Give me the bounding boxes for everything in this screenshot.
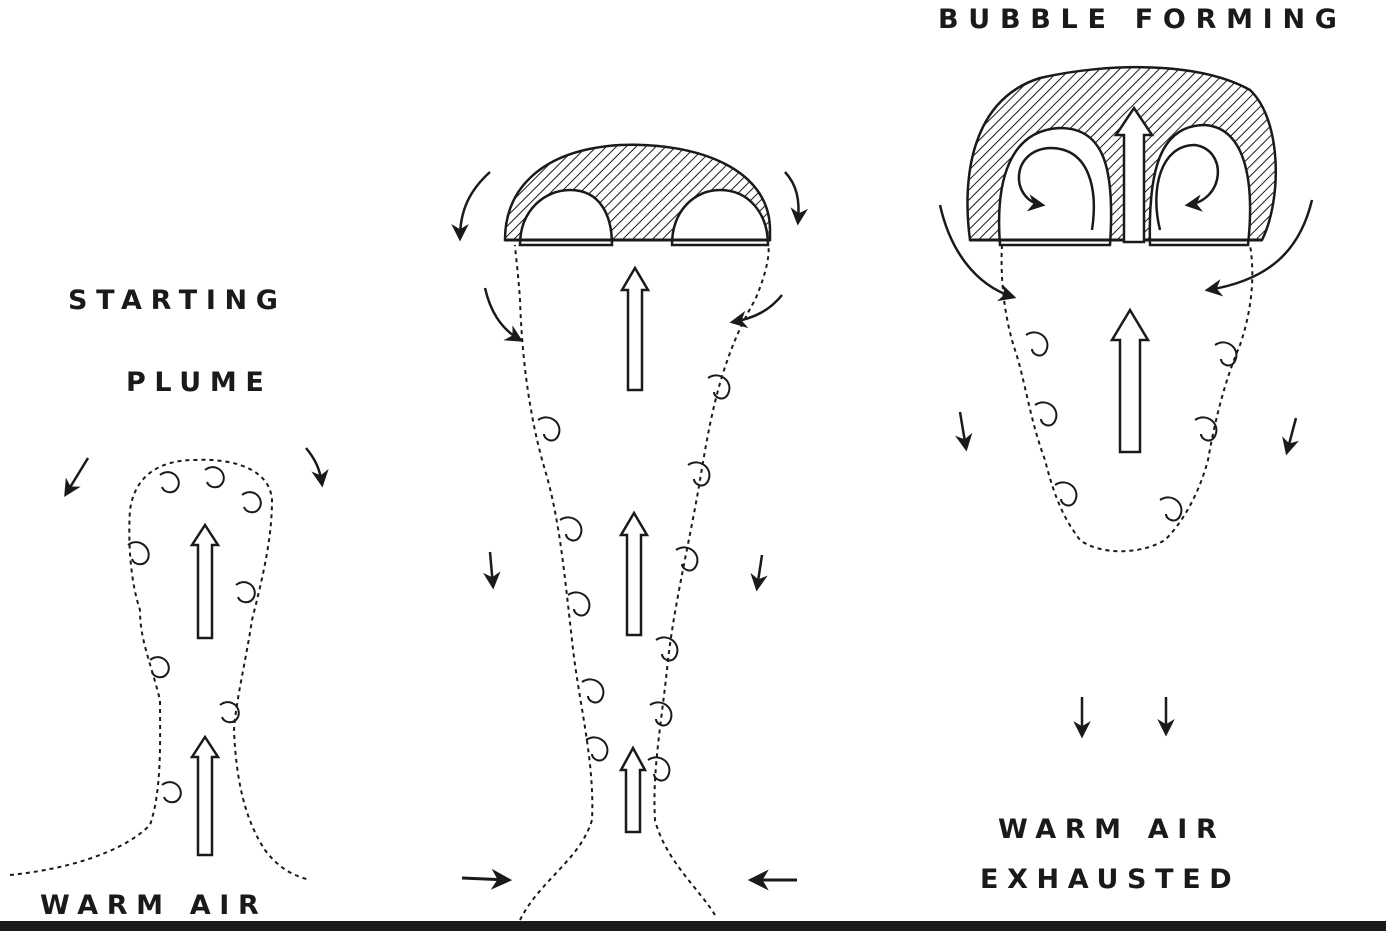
circulation-arrow-icon [785, 172, 799, 222]
circulation-arrow-icon [460, 172, 490, 238]
ground-line [0, 921, 1386, 931]
swirl-icon [1026, 332, 1047, 355]
swirl-icon [582, 679, 603, 702]
starting-label: STARTING [68, 287, 287, 314]
circulation-arrow-icon [485, 288, 520, 340]
inflow-arrow-icon [462, 878, 508, 880]
warm-air-exhausted-label-line2: EXHAUSTED [980, 866, 1240, 893]
swirl-icon [205, 467, 224, 487]
swirl-icon [162, 782, 181, 802]
hollow-up-arrow-icon [1112, 310, 1148, 452]
swirl-icon [656, 637, 677, 660]
swirl-icon [236, 582, 255, 602]
swirl-icon [160, 472, 179, 492]
entrainment-arrow-icon [490, 552, 493, 586]
circulation-arrow-icon [733, 295, 782, 322]
hollow-up-arrow-icon [192, 737, 218, 855]
hollow-up-arrow-icon [622, 268, 648, 390]
plume-2-outline [654, 245, 768, 915]
swirl-icon [1035, 402, 1056, 425]
plume-1-outline [10, 460, 310, 880]
bubble-forming-panel [940, 67, 1312, 735]
entrainment-arrow-icon [757, 555, 762, 588]
hollow-up-arrow-icon [621, 748, 645, 832]
bubble-forming-label: BUBBLE FORMING [938, 6, 1347, 33]
swirl-icon [688, 462, 709, 485]
swirl-icon [242, 492, 261, 512]
plume-label: PLUME [126, 369, 272, 396]
swirl-icon [568, 592, 589, 615]
hollow-up-arrow-icon [192, 525, 218, 638]
entrainment-arrow-icon [66, 458, 88, 494]
swirl-icon [1215, 342, 1236, 365]
warm-air-label: WARM AIR [40, 892, 267, 919]
starting-plume-panel [10, 448, 322, 880]
developing-plume-panel [460, 145, 799, 920]
swirl-icon [538, 417, 559, 440]
entrainment-arrow-icon [306, 448, 322, 484]
plume-2-outline [515, 245, 592, 920]
swirl-icon [150, 657, 169, 677]
entrainment-arrow-icon [1287, 418, 1296, 452]
swirl-icon [648, 757, 669, 780]
hollow-up-arrow-icon [621, 513, 647, 635]
entrainment-arrow-icon [960, 412, 966, 448]
warm-air-exhausted-label-line1: WARM AIR [998, 816, 1225, 843]
swirl-icon [1160, 497, 1181, 520]
swirl-icon [708, 375, 729, 398]
swirl-icon [560, 517, 581, 540]
